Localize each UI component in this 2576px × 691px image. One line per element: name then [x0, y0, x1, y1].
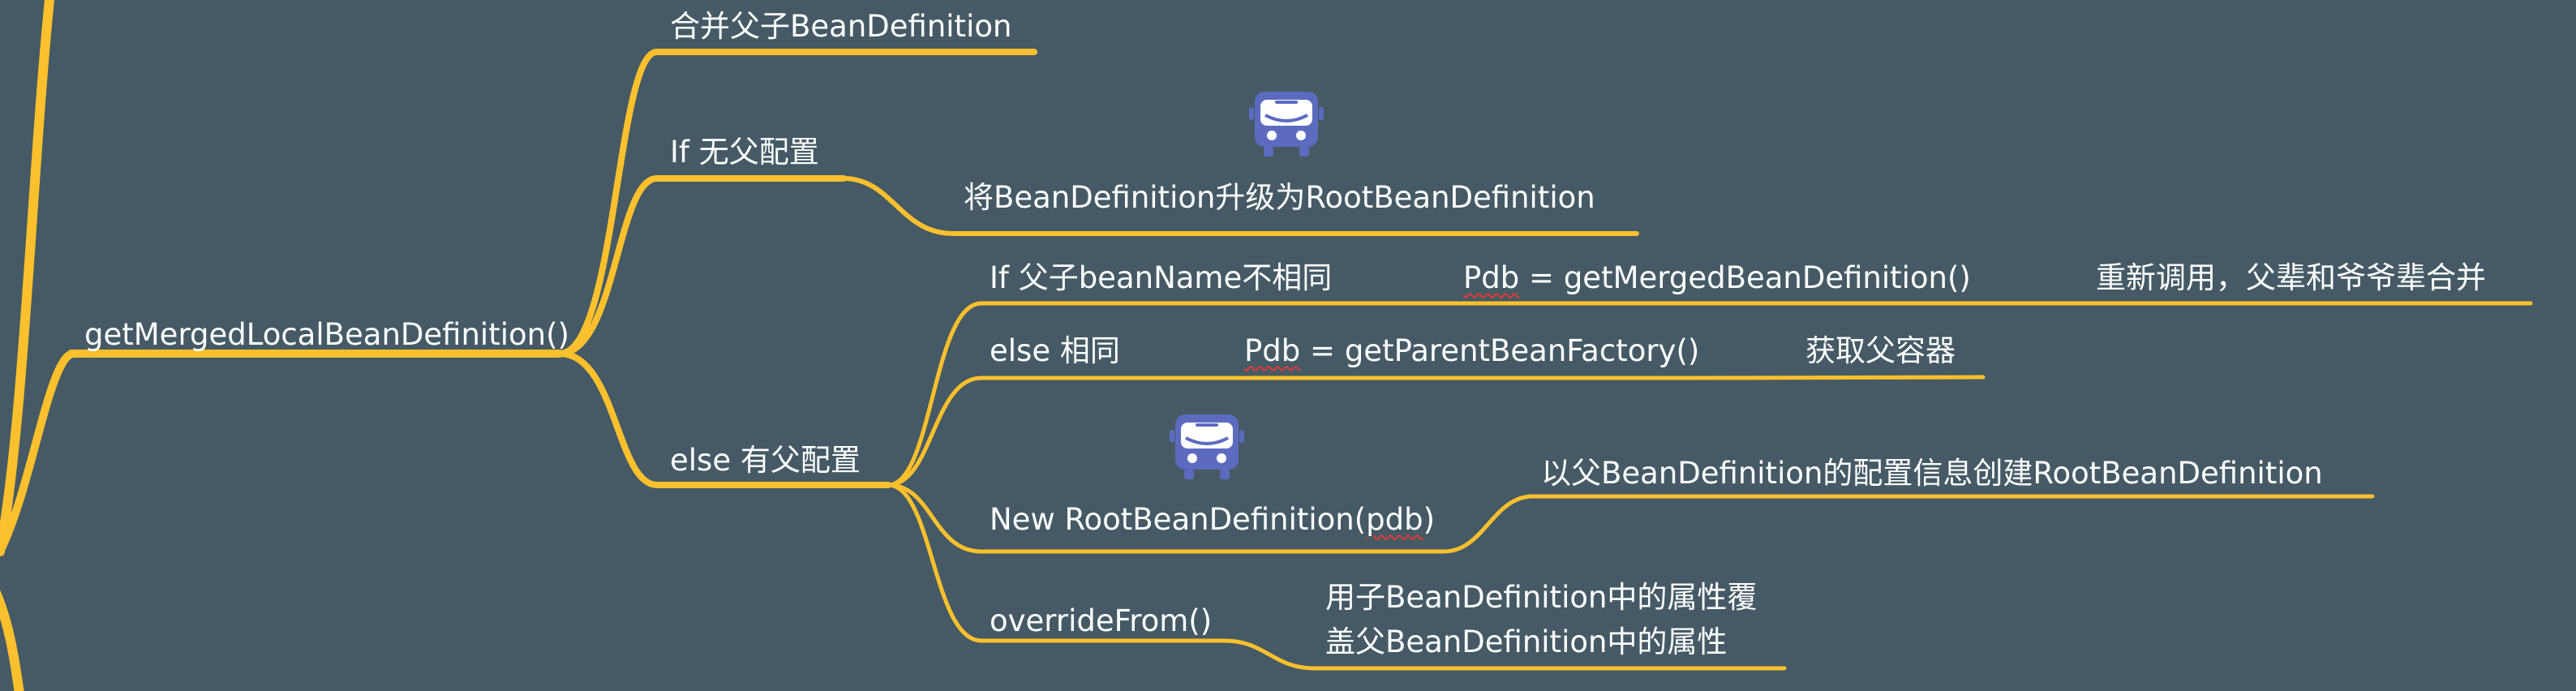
trunk-line-bottom: [0, 590, 24, 691]
link-upgrade: [841, 176, 1639, 236]
pdb-var: Pdb: [1463, 260, 1520, 295]
root-node-label[interactable]: getMergedLocalBeanDefinition(): [84, 317, 569, 352]
node-diff-name-note[interactable]: 重新调用，父辈和爷爷辈合并: [2096, 260, 2486, 295]
node-same-name-call[interactable]: Pdb = getParentBeanFactory(): [1244, 333, 1699, 370]
node-override-note-line1[interactable]: 用子BeanDefinition中的属性覆: [1325, 580, 1758, 615]
pdb-var: Pdb: [1244, 333, 1301, 368]
call-text: = getMergedBeanDefinition(): [1519, 260, 1971, 295]
link-diff-name: [886, 301, 2533, 487]
node-diff-name-call[interactable]: Pdb = getMergedBeanDefinition(): [1463, 260, 1971, 297]
new-root-prefix: New RootBeanDefinition(: [990, 502, 1367, 537]
link-no-parent: [556, 175, 847, 357]
link-same-name: [886, 375, 1986, 487]
bus-icon: [1249, 92, 1324, 157]
node-override-label[interactable]: overrideFrom(): [990, 603, 1213, 638]
new-root-suffix: ): [1423, 502, 1436, 537]
call-text: = getParentBeanFactory(): [1300, 333, 1700, 368]
node-upgrade-label[interactable]: 将BeanDefinition升级为RootBeanDefinition: [964, 180, 1595, 215]
node-same-name-label[interactable]: else 相同: [990, 333, 1120, 368]
node-new-root-label[interactable]: New RootBeanDefinition(pdb): [990, 501, 1435, 539]
node-new-root-note[interactable]: 以父BeanDefinition的配置信息创建RootBeanDefinitio…: [1541, 456, 2323, 491]
root-link: [0, 350, 77, 556]
node-same-name-note[interactable]: 获取父容器: [1805, 333, 1956, 368]
trunk-line-top: [0, 0, 55, 556]
pdb-arg: pdb: [1366, 502, 1423, 537]
link-override: [886, 483, 1787, 671]
link-new-root: [886, 483, 2375, 554]
node-no-parent-label[interactable]: If 无父配置: [670, 135, 819, 170]
node-override-note-line2[interactable]: 盖父BeanDefinition中的属性: [1325, 624, 1728, 659]
node-diff-name-label[interactable]: If 父子beanName不相同: [990, 260, 1333, 295]
node-merge-label[interactable]: 合并父子BeanDefinition: [670, 9, 1012, 44]
link-has-parent: [556, 350, 891, 488]
link-merge: [556, 49, 1037, 357]
bus-icon: [1170, 414, 1244, 479]
node-has-parent-label[interactable]: else 有父配置: [670, 443, 861, 478]
